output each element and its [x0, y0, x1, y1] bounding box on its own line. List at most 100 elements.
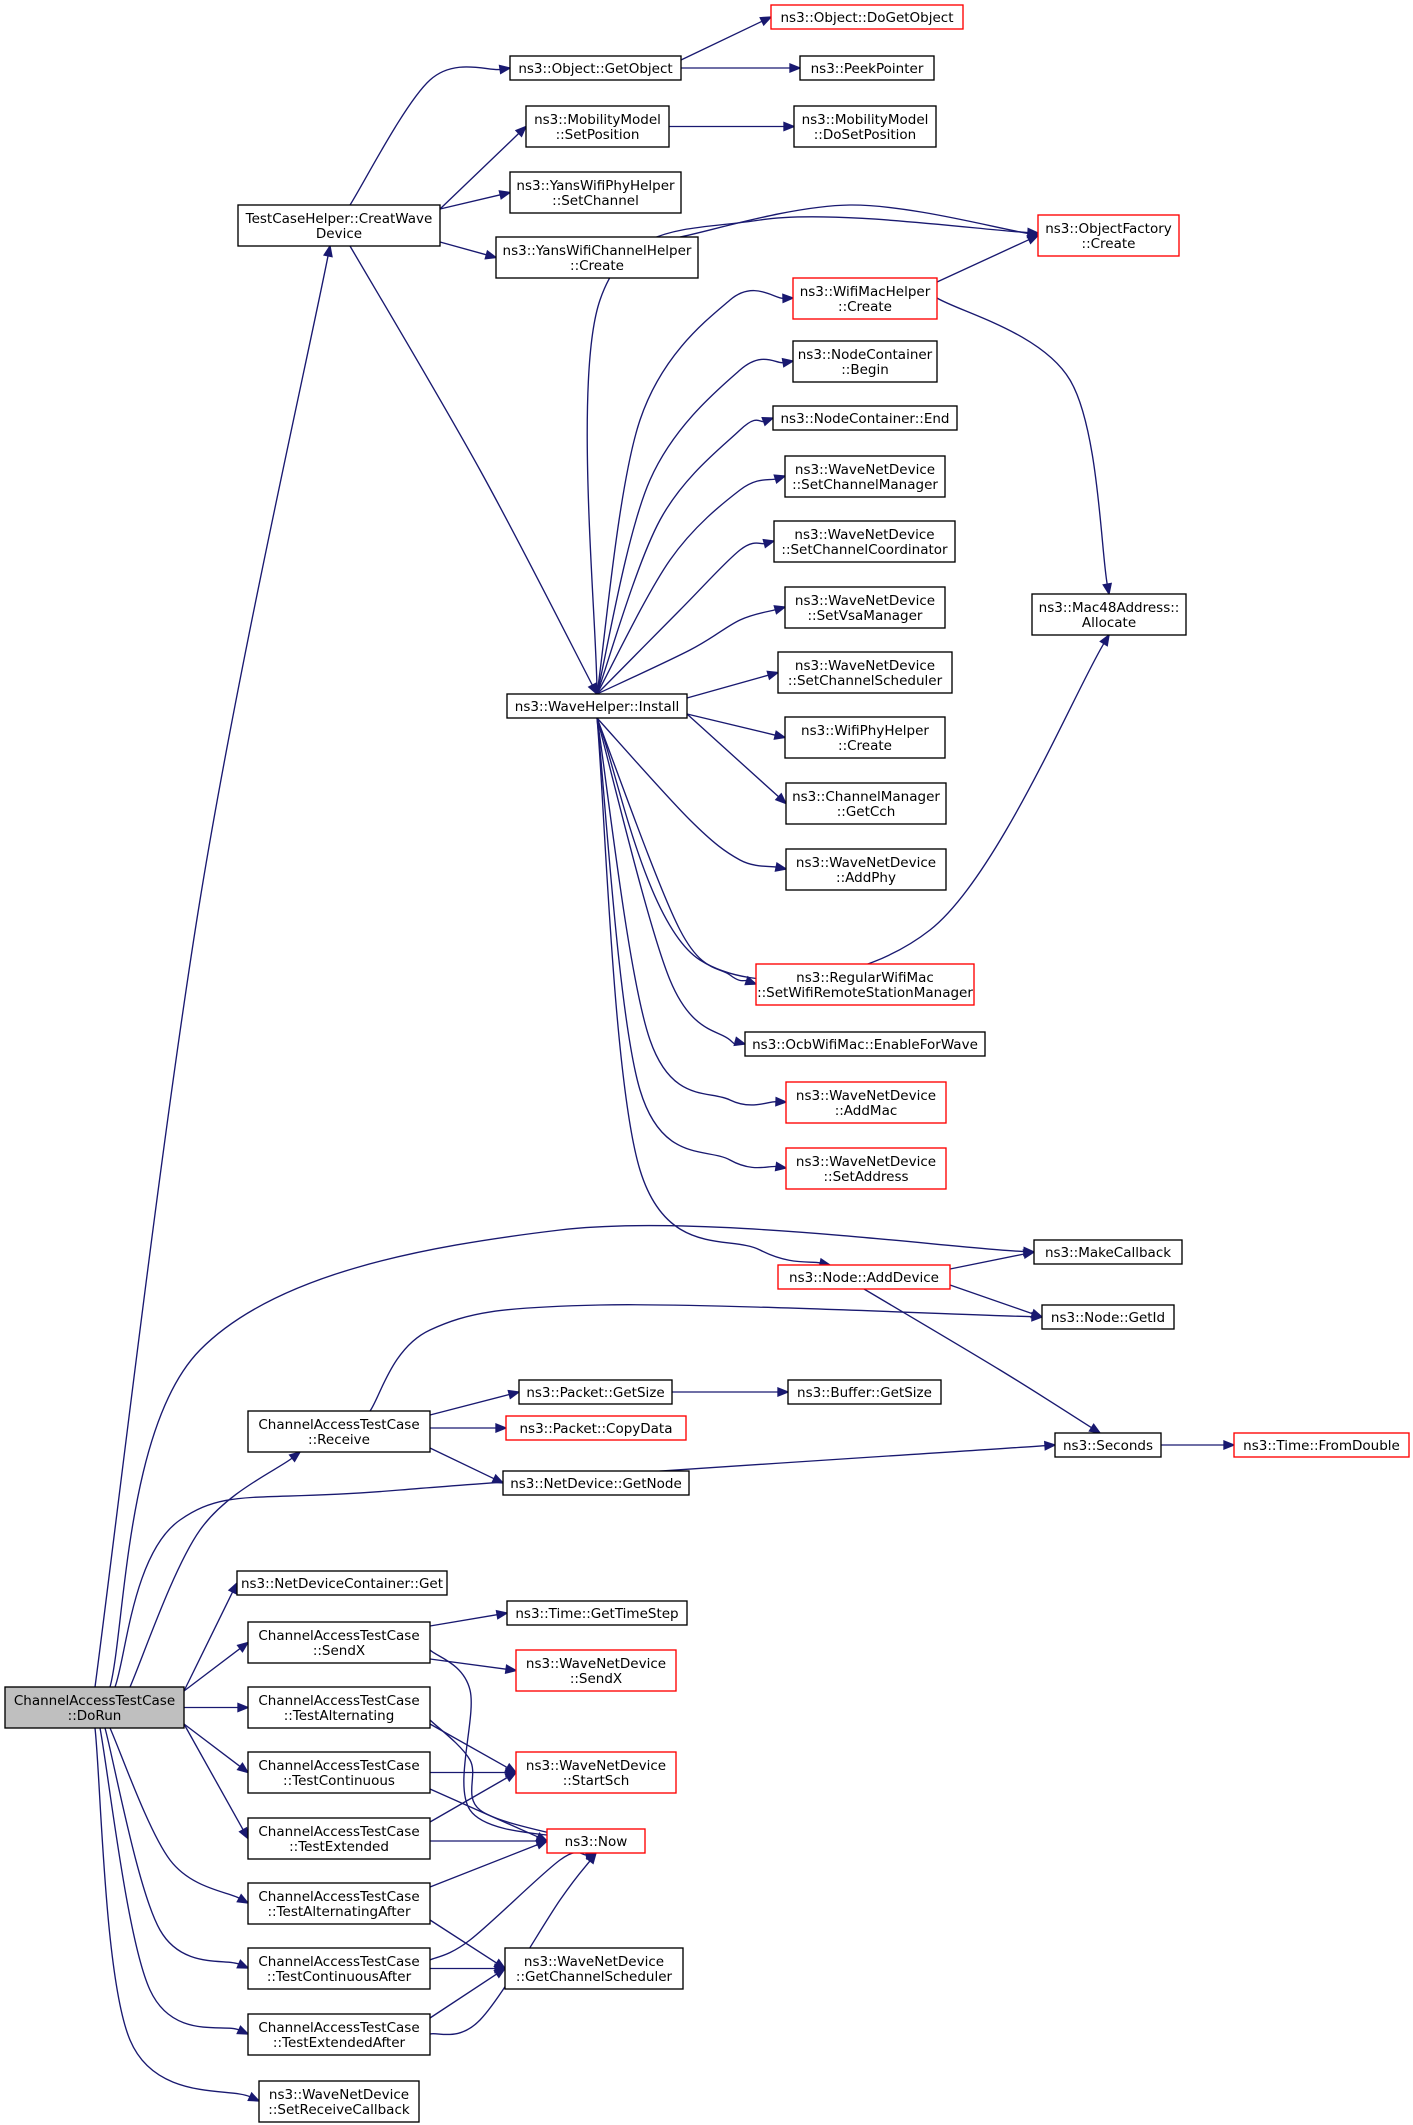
function-node-n14[interactable]: ns3::WaveNetDevice::SetChannelManager	[784, 455, 946, 498]
function-node-n12[interactable]: ns3::NodeContainer::Begin	[792, 340, 938, 383]
node-box[interactable]	[793, 105, 937, 148]
node-box[interactable]	[773, 520, 956, 563]
node-box[interactable]	[247, 1410, 431, 1453]
node-box[interactable]	[777, 1264, 951, 1290]
node-box[interactable]	[784, 716, 946, 759]
node-box[interactable]	[247, 1686, 431, 1729]
function-node-n13[interactable]: ns3::NodeContainer::End	[772, 405, 958, 431]
function-node-n37[interactable]: ChannelAccessTestCase::SendX	[247, 1621, 431, 1664]
node-box[interactable]	[515, 1649, 677, 1692]
node-box[interactable]	[247, 1947, 431, 1990]
node-box[interactable]	[247, 1882, 431, 1925]
node-box[interactable]	[787, 1379, 942, 1405]
node-box[interactable]	[502, 1470, 690, 1496]
node-box[interactable]	[792, 277, 938, 320]
node-box[interactable]	[1033, 1239, 1183, 1265]
function-node-n5[interactable]: ns3::MobilityModel::SetPosition	[525, 105, 670, 148]
function-node-n35[interactable]: ns3::NetDevice::GetNode	[502, 1470, 690, 1496]
function-node-n24[interactable]: ns3::WaveNetDevice::AddMac	[785, 1081, 947, 1124]
function-node-n42[interactable]: ns3::Now	[546, 1828, 646, 1854]
function-node-n4[interactable]: ns3::PeekPointer	[799, 55, 935, 81]
function-node-n21[interactable]: ns3::Mac48Address::Allocate	[1031, 593, 1187, 636]
node-box[interactable]	[495, 236, 699, 279]
node-box[interactable]	[772, 405, 958, 431]
node-box[interactable]	[755, 963, 975, 1006]
function-node-n40[interactable]: ChannelAccessTestCase::TestAlternating	[247, 1686, 431, 1729]
function-node-n23[interactable]: ns3::OcbWifiMac::EnableForWave	[744, 1031, 986, 1057]
function-node-n31[interactable]: ChannelAccessTestCase::Receive	[247, 1410, 431, 1453]
function-node-n8[interactable]: ns3::YansWifiChannelHelper::Create	[495, 236, 699, 279]
node-box[interactable]	[247, 2013, 431, 2056]
function-node-n32[interactable]: ns3::Packet::GetSize	[518, 1379, 673, 1405]
function-node-n9[interactable]: ns3::ObjectFactory::Create	[1037, 214, 1180, 257]
node-box[interactable]	[1054, 1432, 1162, 1458]
node-box[interactable]	[546, 1828, 646, 1854]
node-box[interactable]	[506, 693, 688, 719]
function-node-n28[interactable]: ns3::Node::GetId	[1041, 1304, 1175, 1330]
function-node-n3[interactable]: ns3::Object::DoGetObject	[770, 4, 964, 30]
function-node-n39[interactable]: ns3::WaveNetDevice::SendX	[515, 1649, 677, 1692]
function-node-n47[interactable]: ChannelAccessTestCase::TestContinuousAft…	[247, 1947, 431, 1990]
node-box[interactable]	[792, 340, 938, 383]
node-box[interactable]	[1041, 1304, 1175, 1330]
function-node-n41[interactable]: ns3::WaveNetDevice::StartSch	[515, 1751, 677, 1794]
function-node-n36[interactable]: ns3::NetDeviceContainer::Get	[236, 1570, 448, 1596]
function-node-n25[interactable]: ns3::WaveNetDevice::SetAddress	[785, 1147, 947, 1190]
node-box[interactable]	[506, 1600, 688, 1626]
node-box[interactable]	[236, 1570, 448, 1596]
function-node-n26[interactable]: ns3::Node::AddDevice	[777, 1264, 951, 1290]
function-node-n20[interactable]: ns3::WaveNetDevice::AddPhy	[785, 848, 947, 891]
node-box[interactable]	[744, 1031, 986, 1057]
function-node-n2[interactable]: ns3::Object::GetObject	[509, 55, 682, 81]
node-box[interactable]	[518, 1379, 673, 1405]
node-box[interactable]	[784, 586, 946, 629]
function-node-n6[interactable]: ns3::MobilityModel::DoSetPosition	[793, 105, 937, 148]
function-node-n17[interactable]: ns3::WaveNetDevice::SetChannelScheduler	[777, 651, 953, 694]
node-box[interactable]	[777, 651, 953, 694]
node-box[interactable]	[1233, 1432, 1410, 1458]
node-box[interactable]	[237, 204, 441, 247]
function-node-n10[interactable]: ns3::WaveHelper::Install	[506, 693, 688, 719]
function-node-n30[interactable]: ns3::Time::FromDouble	[1233, 1432, 1410, 1458]
node-box[interactable]	[509, 55, 682, 81]
function-node-n48[interactable]: ChannelAccessTestCase::TestExtendedAfter	[247, 2013, 431, 2056]
function-node-n46[interactable]: ns3::WaveNetDevice::GetChannelScheduler	[504, 1947, 684, 1990]
node-box[interactable]	[4, 1686, 185, 1729]
function-node-n16[interactable]: ns3::WaveNetDevice::SetVsaManager	[784, 586, 946, 629]
function-node-n11[interactable]: ns3::WifiMacHelper::Create	[792, 277, 938, 320]
node-box[interactable]	[785, 782, 947, 825]
node-box[interactable]	[799, 55, 935, 81]
function-node-n27[interactable]: ns3::MakeCallback	[1033, 1239, 1183, 1265]
node-box[interactable]	[247, 1621, 431, 1664]
function-node-n38[interactable]: ns3::Time::GetTimeStep	[506, 1600, 688, 1626]
node-box[interactable]	[1031, 593, 1187, 636]
node-box[interactable]	[785, 1147, 947, 1190]
function-node-n22[interactable]: ns3::RegularWifiMac::SetWifiRemoteStatio…	[755, 963, 975, 1006]
node-box[interactable]	[258, 2080, 420, 2123]
node-box[interactable]	[515, 1751, 677, 1794]
function-node-n43[interactable]: ChannelAccessTestCase::TestContinuous	[247, 1751, 431, 1794]
function-node-n49[interactable]: ns3::WaveNetDevice::SetReceiveCallback	[258, 2080, 420, 2123]
function-node-n7[interactable]: ns3::YansWifiPhyHelper::SetChannel	[509, 171, 682, 214]
node-box[interactable]	[785, 1081, 947, 1124]
node-box[interactable]	[525, 105, 670, 148]
function-node-n45[interactable]: ChannelAccessTestCase::TestAlternatingAf…	[247, 1882, 431, 1925]
node-box[interactable]	[247, 1751, 431, 1794]
function-node-n18[interactable]: ns3::WifiPhyHelper::Create	[784, 716, 946, 759]
node-box[interactable]	[247, 1817, 431, 1860]
node-box[interactable]	[505, 1415, 687, 1441]
function-node-n0[interactable]: ChannelAccessTestCase::DoRun	[4, 1686, 185, 1729]
node-box[interactable]	[504, 1947, 684, 1990]
node-box[interactable]	[785, 848, 947, 891]
node-box[interactable]	[509, 171, 682, 214]
function-node-n44[interactable]: ChannelAccessTestCase::TestExtended	[247, 1817, 431, 1860]
function-node-n34[interactable]: ns3::Packet::CopyData	[505, 1415, 687, 1441]
function-node-n15[interactable]: ns3::WaveNetDevice::SetChannelCoordinato…	[773, 520, 956, 563]
node-box[interactable]	[784, 455, 946, 498]
node-box[interactable]	[1037, 214, 1180, 257]
function-node-n33[interactable]: ns3::Buffer::GetSize	[787, 1379, 942, 1405]
function-node-n29[interactable]: ns3::Seconds	[1054, 1432, 1162, 1458]
function-node-n19[interactable]: ns3::ChannelManager::GetCch	[785, 782, 947, 825]
node-box[interactable]	[770, 4, 964, 30]
